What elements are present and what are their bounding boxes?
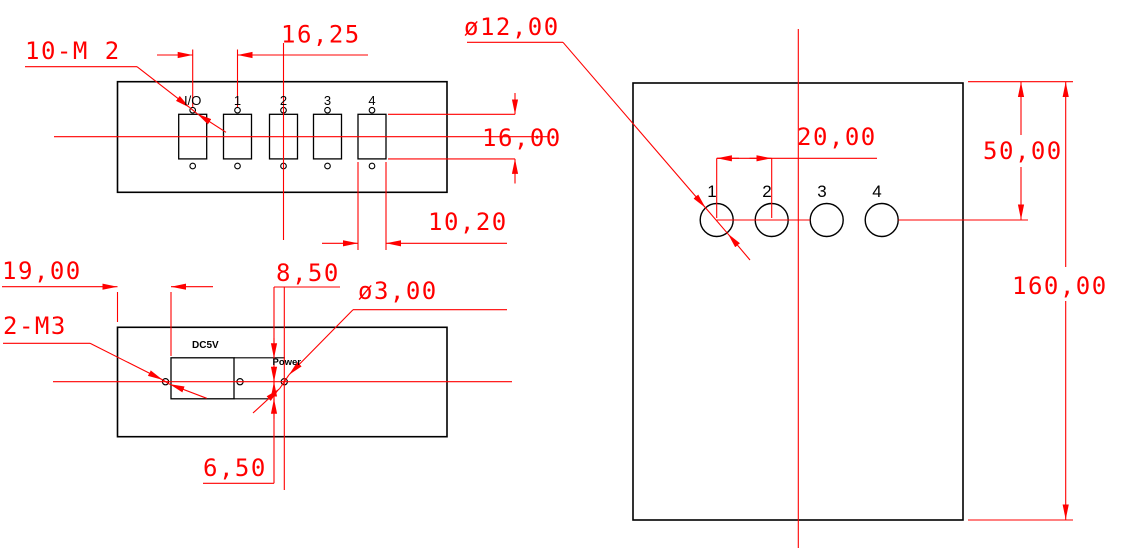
dim-text-overall-height: 160,00 (1012, 272, 1108, 300)
dim-text-jack-top-offset: 8,50 (276, 259, 340, 287)
callout-m2-holes: 10-M 2 (25, 37, 227, 133)
dimensions: 16,00 16,25 10-M 2 10,20 (2, 13, 1108, 548)
hole-label-1: 1 (707, 182, 716, 201)
callout-text-m3: 2-M3 (3, 312, 67, 340)
slot-label-4: 4 (368, 93, 375, 108)
dim-text-jack-bottom-offset: 6,50 (203, 454, 267, 482)
dim-text-slot-height: 16,00 (482, 124, 562, 152)
dim-text-top-to-holes: 50,00 (983, 137, 1063, 165)
hole-label-2: 2 (762, 182, 771, 201)
dim-slot-pitch: 16,25 (157, 21, 368, 107)
dim-slot-width: 10,20 (322, 162, 508, 250)
dim-text-edge-to-jack: 19,00 (2, 257, 82, 285)
callout-text-m2: 10-M 2 (25, 37, 121, 65)
dim-overall-height: 160,00 (968, 82, 1108, 521)
slot-label-io: I/O (184, 93, 201, 108)
slot-label-3: 3 (324, 93, 331, 108)
dim-text-hole-pitch: 20,00 (797, 123, 877, 151)
dim-jack-vertical-offsets: 8,50 6,50 (203, 259, 340, 490)
hole-label-3: 3 (817, 182, 826, 201)
hole-label-4: 4 (872, 182, 881, 201)
callout-mount-hole-dia: ø12,00 (464, 13, 751, 261)
jack-label: DC5V (192, 340, 219, 351)
dim-hole-pitch: 20,00 (716, 123, 877, 218)
slot-label-1: 1 (234, 93, 241, 108)
power-label: Power (273, 357, 302, 368)
dim-edge-to-jack: 19,00 (2, 257, 213, 356)
dim-slot-height: 16,00 (54, 93, 562, 184)
callout-m3-holes: 2-M3 (3, 312, 207, 399)
dim-top-to-holes: 50,00 (968, 81, 1073, 220)
dc-jack (170, 357, 235, 400)
callout-power-hole-dia: ø3,00 (252, 277, 507, 414)
m2-screw-holes (189, 106, 376, 170)
dim-text-slot-pitch: 16,25 (281, 21, 361, 49)
slot-label-2: 2 (280, 93, 287, 108)
dim-text-power-hole-dia: ø3,00 (358, 277, 438, 305)
part-labels: I/O 1 2 3 4 DC5V Power 1 2 3 4 (184, 93, 882, 368)
dim-text-slot-width: 10,20 (428, 208, 508, 236)
dim-text-mount-hole-dia: ø12,00 (464, 13, 560, 41)
